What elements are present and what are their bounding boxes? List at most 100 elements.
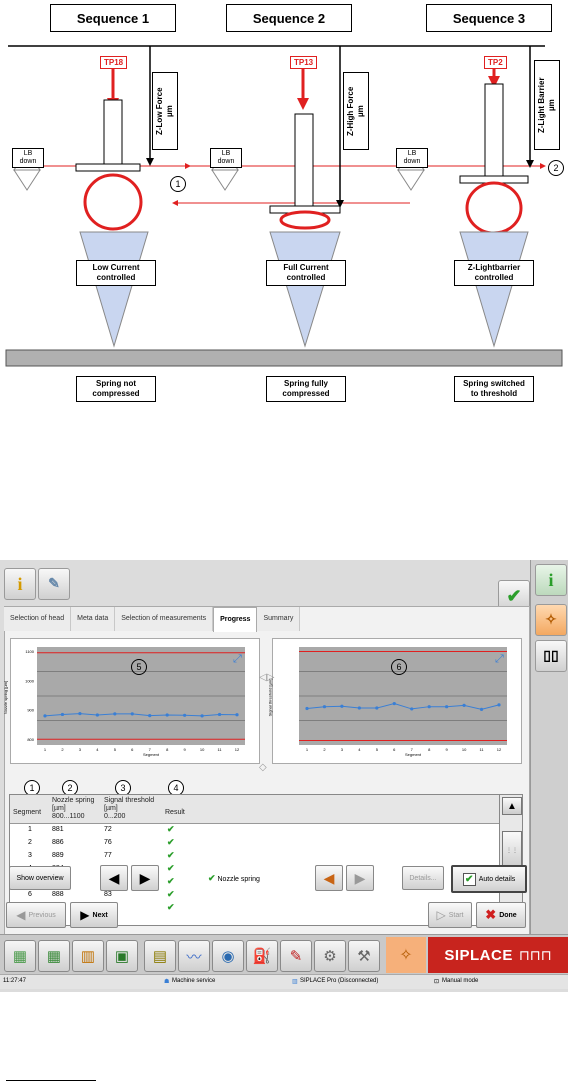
details-button[interactable]: Details... <box>402 866 444 890</box>
side-book-button[interactable]: ▯▯ <box>535 640 567 672</box>
series-point <box>78 711 82 716</box>
side-info-button[interactable]: i <box>535 564 567 596</box>
y-tick-label: 900 <box>27 708 34 713</box>
task-oilcan-button[interactable]: ⛽ <box>246 940 278 972</box>
series-point <box>427 705 431 709</box>
series-point <box>217 712 222 717</box>
nozzle-spring-label: Nozzle spring <box>217 876 260 883</box>
series-line <box>306 703 500 710</box>
task-grid-button[interactable]: ▦ <box>38 940 70 972</box>
x-tick-label: 12 <box>497 747 502 752</box>
task-money-button[interactable]: ▦ <box>4 940 36 972</box>
auto-details-toggle[interactable]: ✔ Auto details <box>451 865 527 893</box>
x-tick-label: 8 <box>166 747 169 752</box>
info-button[interactable]: i <box>4 568 36 600</box>
previous-button[interactable]: ◀ Previous <box>6 902 66 928</box>
chart-right-xlabel: Segment <box>405 752 422 757</box>
prev-segment-button[interactable]: ◀ <box>100 865 128 891</box>
status-pro: SIPLACE Pro (Disconnected) <box>300 978 379 984</box>
splitter-arrows-icon[interactable]: ◁▷ <box>259 672 275 683</box>
machine-service-icon: ☗ <box>164 979 170 985</box>
previous-label: Previous <box>28 911 56 919</box>
task-gears-button[interactable]: ⚙ <box>314 940 346 972</box>
start-button[interactable]: ▷ Start <box>428 902 472 928</box>
low-current-label: Low Current controlled <box>76 260 156 286</box>
result-check-icon: ✔ <box>167 876 175 886</box>
x-tick-label: 7 <box>149 747 152 752</box>
task-clipboard-button[interactable]: ▤ <box>144 940 176 972</box>
manual-mode-icon: ⊡ <box>434 979 440 985</box>
result-check-icon: ✔ <box>167 889 175 899</box>
play-icon: ▷ <box>436 908 446 922</box>
series-point <box>410 707 414 711</box>
vertical-splitter-icon[interactable]: ◇ <box>259 762 267 773</box>
status-time: 11:27:47 <box>3 978 26 984</box>
chart-right-ylabel: Signal threshold [µm] <box>267 678 273 717</box>
tab-selection-of-head[interactable]: Selection of head <box>4 607 72 631</box>
lb-down-label-1: LB down <box>12 148 44 168</box>
segment-cell: 6 <box>28 891 32 898</box>
x-tick-label: 11 <box>479 747 484 752</box>
series-point <box>183 713 187 717</box>
scroll-up-button[interactable]: ▲ <box>502 797 522 815</box>
next-measurement-button[interactable]: ▶ <box>346 865 374 891</box>
segment-cell: 2 <box>28 839 32 846</box>
task-board-button[interactable]: ▣ <box>106 940 138 972</box>
series-point <box>445 705 449 709</box>
signal-threshold-cell: 72 <box>104 826 112 833</box>
next-button[interactable]: ▶ Next <box>70 902 118 928</box>
expand-icon-left[interactable]: ⤢ <box>233 653 242 665</box>
triangle-right-icon-next: ▶ <box>80 908 90 922</box>
series-point <box>305 706 309 711</box>
book-icon: ▯▯ <box>543 648 559 664</box>
spring-fully-compressed-label: Spring fully compressed <box>266 376 346 402</box>
task-wrench-button[interactable]: ⚒ <box>348 940 380 972</box>
grid-icon: ▦ <box>46 948 62 965</box>
edit-button[interactable]: ✎ <box>38 568 70 600</box>
done-button[interactable]: ✖ Done <box>476 902 526 928</box>
nozzle-spring-cell: 888 <box>52 891 64 898</box>
task-wand-button[interactable]: ✧ <box>386 937 426 973</box>
scroll-grip[interactable]: ⋮⋮ <box>502 831 522 869</box>
nozzle-spring-cell: 886 <box>52 839 64 846</box>
trend-icon: 〰 <box>186 948 202 966</box>
next-segment-button[interactable]: ▶ <box>131 865 159 891</box>
tab-selection-of-measurements[interactable]: Selection of measurements <box>115 607 214 631</box>
signal-threshold-cell: 77 <box>104 852 112 859</box>
task-barchart-button[interactable]: ▥ <box>72 940 104 972</box>
side-tool-button[interactable]: ✧ <box>535 604 567 636</box>
tab-summary[interactable]: Summary <box>257 607 301 631</box>
marker-2: 2 <box>548 160 564 176</box>
wand-icon-task: ✧ <box>399 947 413 964</box>
camera-icon: ◉ <box>221 948 235 965</box>
expand-icon-right[interactable]: ⤢ <box>495 653 504 665</box>
x-icon: ✖ <box>485 907 497 922</box>
tp13-label: TP13 <box>290 56 318 69</box>
start-label: Start <box>448 911 464 919</box>
lb-down-label-3: LB down <box>396 148 428 168</box>
next-label: Next <box>92 911 108 919</box>
status-bar: 11:27:47 ☗ Machine service ▥ SIPLACE Pro… <box>0 974 568 989</box>
series-point <box>43 714 47 718</box>
nozzle-spring-cell: 881 <box>52 826 64 833</box>
z-high-force-label: Z-High Force µm <box>343 72 369 150</box>
x-tick-label: 10 <box>200 747 205 752</box>
grip-icon: ⋮⋮ <box>506 847 518 854</box>
show-overview-button[interactable]: Show overview <box>9 866 71 890</box>
task-camera-button[interactable]: ◉ <box>212 940 244 972</box>
task-trend-button[interactable]: 〰 <box>178 940 210 972</box>
info-icon-green: i <box>548 569 554 590</box>
tab-progress[interactable]: Progress <box>213 607 258 632</box>
arrow-up-icon: ▲ <box>507 800 517 812</box>
tab-meta-data[interactable]: Meta data <box>71 607 116 631</box>
prev-measurement-button[interactable]: ◀ <box>315 865 343 891</box>
header-nozzle-spring: Nozzle spring [µm] 800...1100 <box>52 797 95 820</box>
task-screwdriver-button[interactable]: ✎ <box>280 940 312 972</box>
series-point <box>235 713 239 717</box>
